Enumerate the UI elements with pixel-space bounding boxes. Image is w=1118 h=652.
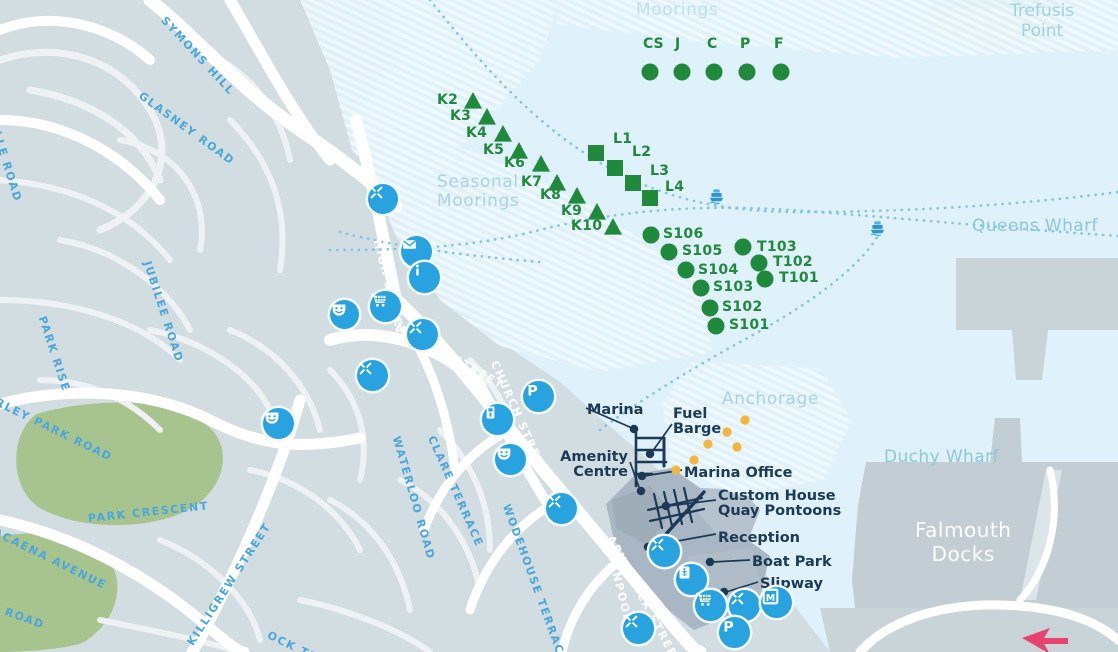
- minor-road-network: [0, 47, 523, 652]
- custom-house-pontoons: [646, 486, 706, 536]
- restaurant-icon[interactable]: [356, 359, 388, 391]
- mooring-triangle-marker[interactable]: [588, 203, 606, 220]
- mooring-triangle-marker[interactable]: [532, 155, 550, 172]
- anchorage-buoy-marker[interactable]: [671, 465, 681, 475]
- mooring-triangle-marker[interactable]: [464, 92, 482, 109]
- mooring-square-marker[interactable]: [588, 145, 604, 161]
- theatre-icon[interactable]: [262, 407, 294, 439]
- ferry-route: [328, 0, 1118, 432]
- mooring-triangle-marker[interactable]: [478, 108, 496, 125]
- mail-icon[interactable]: [400, 235, 432, 267]
- restaurant-icon[interactable]: [545, 492, 577, 524]
- mooring-dot-marker[interactable]: [660, 243, 678, 261]
- slipway-icon[interactable]: [675, 563, 707, 595]
- restaurant-icon[interactable]: [728, 589, 760, 621]
- svg-text:M: M: [765, 592, 774, 603]
- mooring-dot-marker[interactable]: [673, 63, 691, 81]
- theatre-icon[interactable]: [329, 299, 359, 329]
- shopping-icon[interactable]: [694, 589, 726, 621]
- anchorage-buoy-marker[interactable]: [740, 415, 750, 425]
- restaurant-icon[interactable]: [622, 612, 654, 644]
- mooring-dot-marker[interactable]: [750, 254, 768, 272]
- restaurant-icon[interactable]: [406, 318, 438, 350]
- mooring-dot-marker[interactable]: [692, 279, 710, 297]
- anchorage-buoy-marker[interactable]: [689, 455, 699, 465]
- svg-text:P: P: [723, 619, 733, 635]
- mooring-dot-marker[interactable]: [756, 270, 774, 288]
- mooring-dot-marker[interactable]: [738, 63, 756, 81]
- fuel-icon[interactable]: [481, 403, 513, 435]
- info-icon[interactable]: [408, 261, 440, 293]
- mooring-triangle-marker[interactable]: [510, 142, 528, 159]
- mooring-square-marker[interactable]: [642, 190, 658, 206]
- anchorage-buoy-marker[interactable]: [722, 427, 732, 437]
- svg-text:P: P: [527, 383, 537, 399]
- mooring-dot-marker[interactable]: [641, 63, 659, 81]
- restaurant-icon[interactable]: [368, 184, 398, 214]
- mooring-dot-marker[interactable]: [772, 63, 790, 81]
- theatre-icon[interactable]: [494, 443, 526, 475]
- mooring-triangle-marker[interactable]: [494, 125, 512, 142]
- mooring-dot-marker[interactable]: [705, 63, 723, 81]
- mooring-triangle-marker[interactable]: [604, 218, 622, 235]
- mooring-square-marker[interactable]: [607, 160, 623, 176]
- mooring-dot-marker[interactable]: [677, 261, 695, 279]
- anchorage-buoy-marker[interactable]: [732, 442, 742, 452]
- mooring-dot-marker[interactable]: [707, 317, 725, 335]
- mooring-triangle-marker[interactable]: [568, 187, 586, 204]
- anchorage-buoy-marker[interactable]: [703, 439, 713, 449]
- mooring-dot-marker[interactable]: [701, 299, 719, 317]
- museum-icon[interactable]: M: [760, 586, 792, 618]
- restaurant-icon[interactable]: [648, 535, 680, 567]
- mooring-dot-marker[interactable]: [734, 238, 752, 256]
- mooring-dot-marker[interactable]: [642, 226, 660, 244]
- parking-icon[interactable]: P: [522, 380, 554, 412]
- park-area: [0, 402, 223, 652]
- shopping-icon[interactable]: [369, 290, 401, 322]
- rail-icon: [1022, 628, 1068, 652]
- parking-icon[interactable]: P: [718, 616, 750, 648]
- mooring-triangle-marker[interactable]: [548, 174, 566, 191]
- mooring-square-marker[interactable]: [625, 175, 641, 191]
